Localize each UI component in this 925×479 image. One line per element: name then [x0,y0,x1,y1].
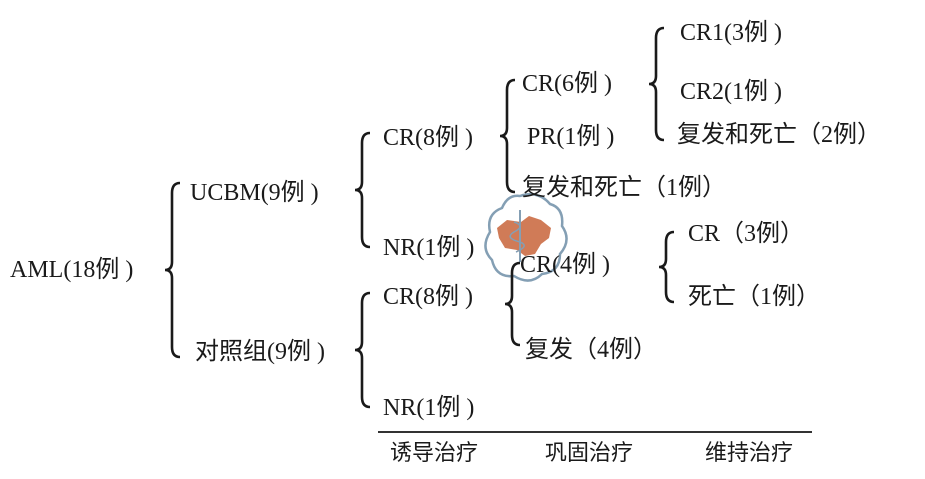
node-control-death: 死亡（1例） [688,284,820,310]
brace-ucbm-cr6 [648,26,665,142]
node-control-cr4: CR(4例 ) [520,252,610,278]
node-control-nr: NR(1例 ) [383,395,475,421]
node-ucbm-cr1: CR1(3例 ) [680,20,782,46]
brace-ucbm-cr [499,78,516,194]
brace-control [354,291,371,409]
node-control-cr3: CR（3例） [688,221,805,247]
node-ucbm-nr: NR(1例 ) [383,235,475,261]
chinese-medical-association-logo [484,193,568,282]
brace-ucbm [354,131,371,249]
node-control-relapse: 复发（4例） [525,337,657,363]
node-control-cr: CR(8例 ) [383,284,473,310]
phase-label-maintenance: 维持治疗 [705,440,794,465]
brace-control-cr4 [658,230,675,304]
node-ucbm-cr6: CR(6例 ) [522,71,612,97]
node-ucbm-relapse-death-2: 复发和死亡（2例） [677,122,881,148]
phase-label-consolidation: 巩固治疗 [545,440,634,465]
node-ucbm-pr: PR(1例 ) [527,124,615,150]
node-ucbm-cr: CR(8例 ) [383,125,473,151]
node-ucbm: UCBM(9例 ) [190,180,319,206]
root-node-aml: AML(18例 ) [10,257,134,283]
node-control: 对照组(9例 ) [195,339,325,365]
node-ucbm-cr2: CR2(1例 ) [680,79,782,105]
brace-control-cr [504,261,521,347]
brace-root [164,181,181,359]
phase-label-induction: 诱导治疗 [390,440,479,465]
node-ucbm-relapse-death: 复发和死亡（1例） [522,175,726,201]
